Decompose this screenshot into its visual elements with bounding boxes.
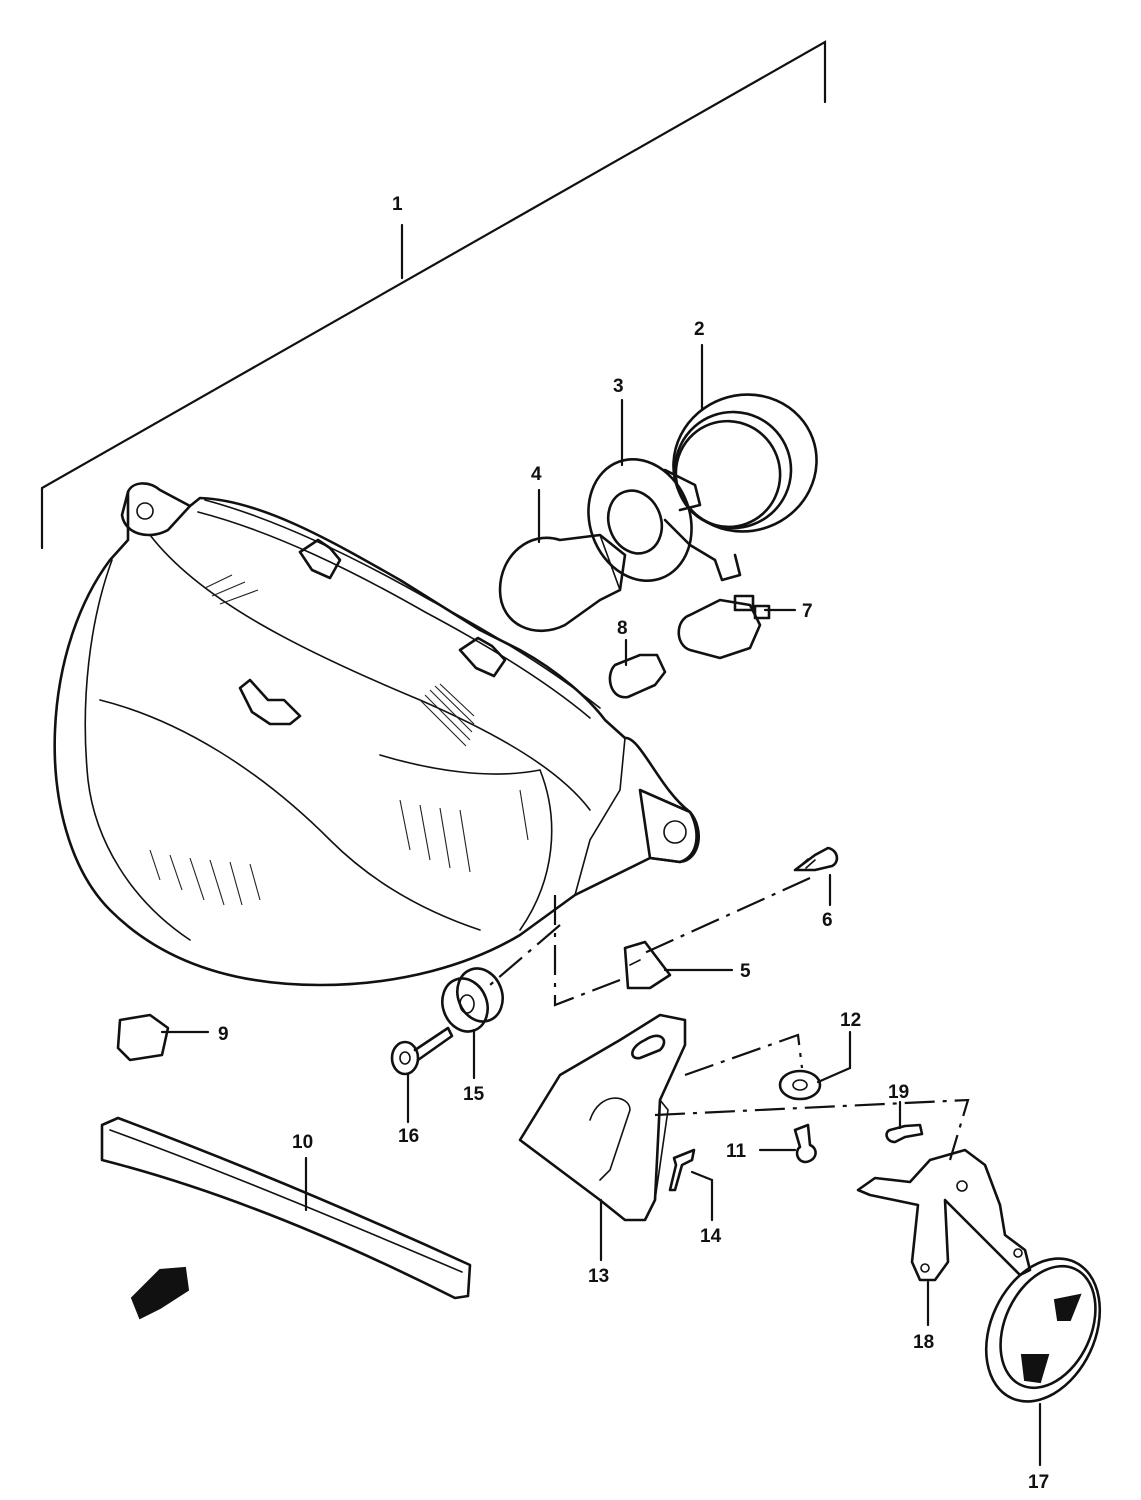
grommet (441, 967, 504, 1033)
callout-17: 17 (1028, 1472, 1049, 1493)
callout-2: 2 (694, 319, 705, 340)
callout-4: 4 (531, 464, 542, 485)
callout-1: 1 (392, 194, 403, 215)
callout-8: 8 (617, 618, 628, 639)
callout-18: 18 (913, 1332, 934, 1353)
horn (984, 1257, 1102, 1403)
assembly-bracket (40, 40, 827, 550)
bolt-19 (885, 1123, 924, 1144)
headlight-housing (53, 482, 700, 987)
nut-12 (778, 1069, 822, 1101)
nut-clip (623, 940, 672, 990)
direction-arrow-icon (130, 1266, 190, 1320)
callout-16: 16 (398, 1126, 419, 1147)
callout-14: 14 (700, 1226, 722, 1247)
assembly-lines (489, 876, 970, 1161)
callout-7: 7 (802, 601, 813, 622)
callout-19: 19 (888, 1082, 909, 1103)
lens-shading (149, 574, 529, 906)
headlight-bulb (498, 533, 627, 633)
bolt-11 (793, 1123, 817, 1164)
position-bulb (608, 653, 667, 699)
screw-14 (668, 1148, 696, 1192)
dust-cover (663, 393, 818, 582)
horn-bracket (856, 1148, 1032, 1282)
clip-9 (116, 1013, 170, 1062)
callout-labels: 1 2 3 4 5 6 7 8 9 10 11 12 13 14 15 16 1… (218, 194, 1049, 1493)
bolt-washer (390, 1026, 454, 1076)
callout-13: 13 (588, 1266, 609, 1287)
callout-12: 12 (840, 1010, 861, 1031)
callout-15: 15 (463, 1084, 485, 1105)
callout-6: 6 (822, 910, 833, 931)
callout-3: 3 (613, 376, 624, 397)
callout-11: 11 (726, 1141, 747, 1162)
callout-10: 10 (292, 1132, 313, 1153)
leader-lines (160, 343, 1042, 1467)
trim-strip (100, 1116, 472, 1300)
position-light-socket (677, 594, 771, 660)
callout-5: 5 (740, 961, 751, 982)
bulb-socket (587, 457, 702, 583)
screw-6 (793, 846, 839, 872)
stay-bracket (518, 1013, 687, 1222)
callout-9: 9 (218, 1024, 229, 1045)
